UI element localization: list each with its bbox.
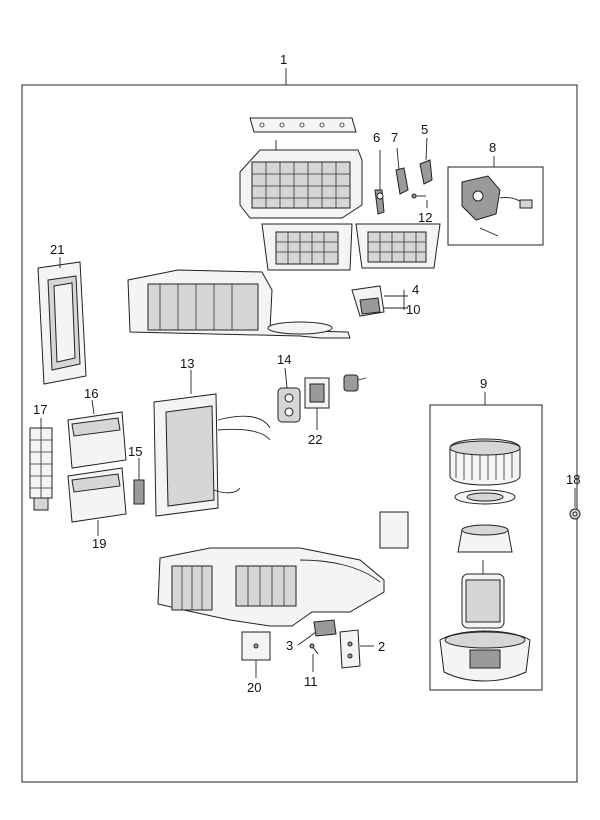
actuator-motor-8	[461, 175, 533, 237]
callout-16: 16	[84, 386, 98, 401]
callout-17: 17	[33, 402, 47, 417]
callout-12: 12	[418, 210, 432, 225]
blower-fan-9	[449, 438, 521, 486]
callout-5: 5	[421, 122, 428, 137]
blower-base	[439, 630, 531, 682]
lever-5	[419, 159, 433, 185]
filter-pad	[379, 511, 409, 549]
callout-22: 22	[308, 432, 322, 447]
callout-9: 9	[480, 376, 487, 391]
connector-small	[343, 374, 367, 392]
callout-13: 13	[180, 356, 194, 371]
case-lower	[157, 547, 385, 627]
resistor-4-10	[351, 285, 385, 317]
blower-cage	[457, 524, 513, 553]
clip-18	[569, 508, 581, 520]
filter-door-left	[261, 223, 353, 271]
evaporator-19	[67, 467, 127, 523]
bracket-2	[339, 629, 361, 669]
callout-21: 21	[50, 242, 64, 257]
pad-20	[241, 631, 271, 661]
case-upper	[127, 269, 351, 339]
callout-15: 15	[128, 444, 142, 459]
blower-motor	[461, 560, 505, 629]
callout-11: 11	[304, 674, 318, 689]
lever-6	[374, 189, 385, 215]
heater-core-13	[153, 393, 271, 517]
lever-7	[395, 167, 409, 195]
bracket-3	[313, 619, 337, 637]
gasket-frame-21	[37, 261, 87, 385]
sensor-strip-17	[29, 427, 53, 511]
upper-filter-housing	[239, 140, 363, 219]
screw-12	[411, 193, 426, 199]
callout-10: 10	[406, 302, 420, 317]
screw-11	[309, 643, 319, 655]
callout-7: 7	[391, 130, 398, 145]
filter-door-right	[355, 223, 441, 269]
callout-18: 18	[566, 472, 580, 487]
callout-1: 1	[280, 52, 287, 67]
seal-14	[277, 387, 301, 423]
blower-gasket	[454, 489, 516, 505]
pad-22	[304, 377, 330, 409]
callout-4: 4	[412, 282, 419, 297]
part-15	[133, 479, 145, 505]
top-bracket-strip	[249, 117, 357, 133]
callout-6: 6	[373, 130, 380, 145]
assembly-frame	[21, 84, 578, 783]
callout-20: 20	[247, 680, 261, 695]
callout-19: 19	[92, 536, 106, 551]
evaporator-16	[67, 411, 127, 469]
callout-2: 2	[378, 639, 385, 654]
blower-box-9	[429, 404, 543, 691]
actuator-box-8	[447, 166, 544, 246]
callout-3: 3	[286, 638, 293, 653]
callout-8: 8	[489, 140, 496, 155]
callout-14: 14	[277, 352, 291, 367]
